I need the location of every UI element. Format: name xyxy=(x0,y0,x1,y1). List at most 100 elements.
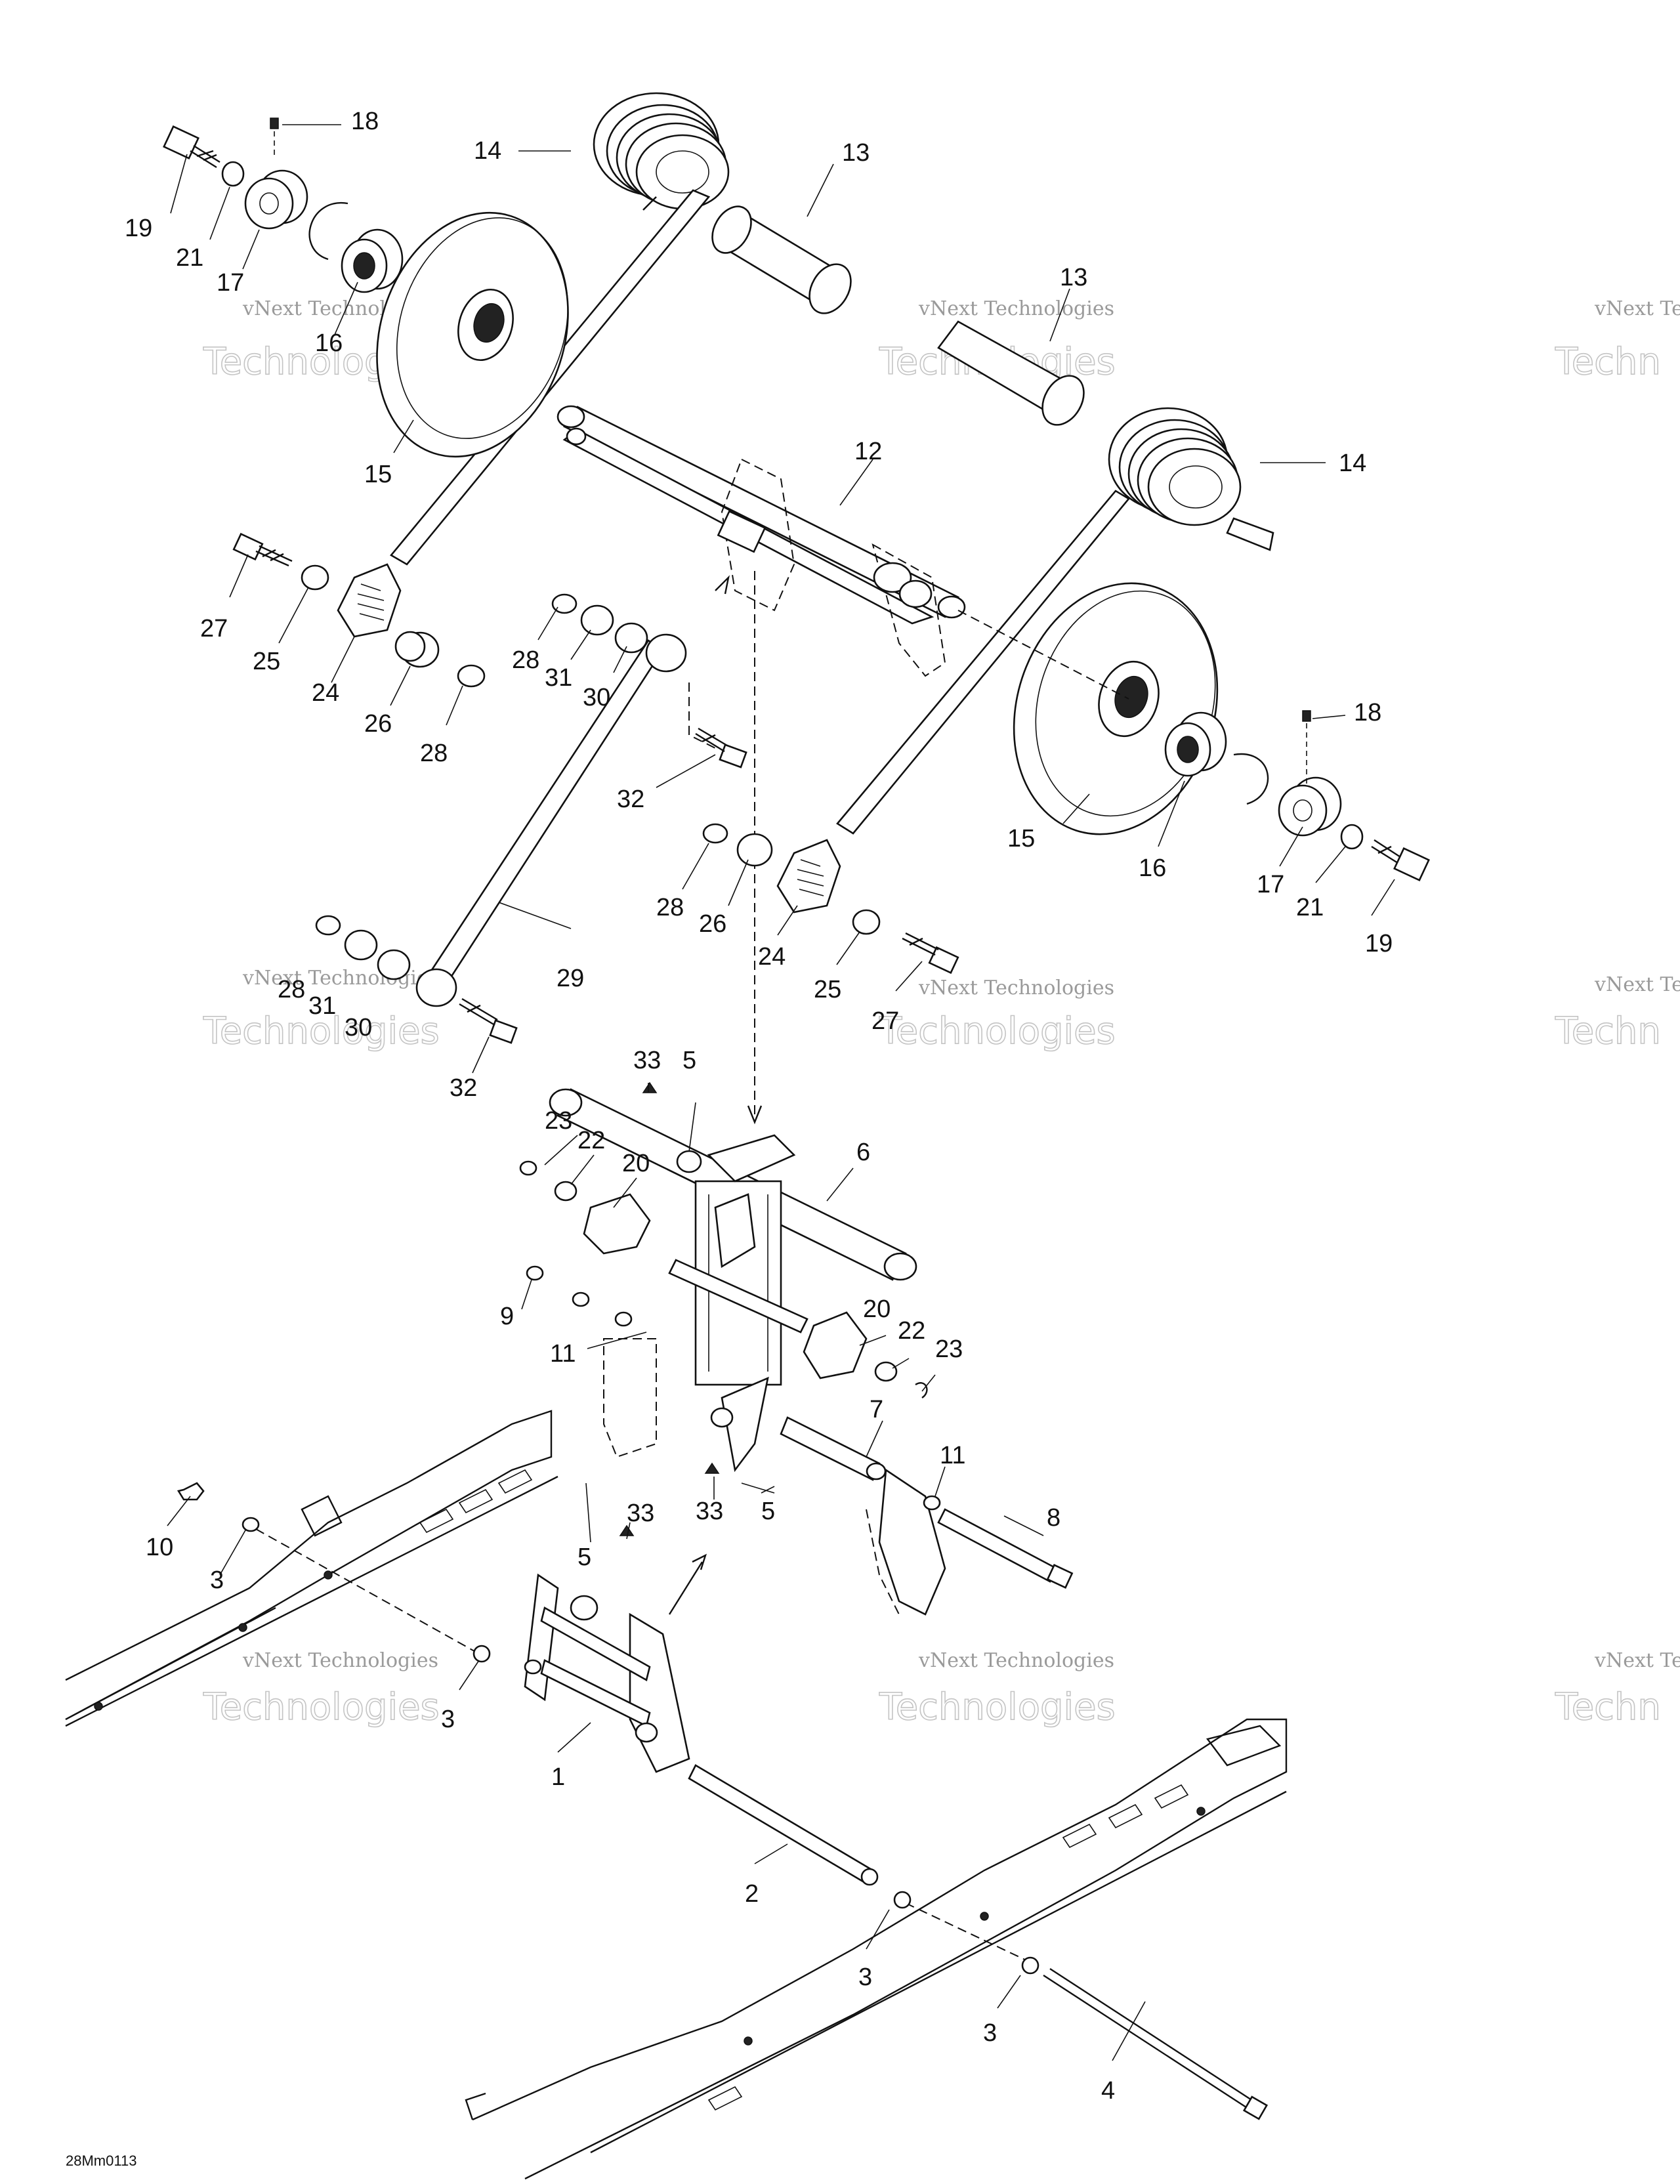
callout-25: 25 xyxy=(814,976,841,1003)
callout-3: 3 xyxy=(441,1706,455,1733)
callout-21: 21 xyxy=(1296,894,1324,921)
watermark-text: vNext Te xyxy=(1594,297,1680,320)
callout-4: 4 xyxy=(1101,2077,1115,2105)
front-cross-member xyxy=(524,1553,879,1886)
callout-25: 25 xyxy=(253,648,280,675)
setscrew-left xyxy=(270,117,279,129)
spacer-tube-lower xyxy=(937,320,1085,426)
circlip-right xyxy=(1233,753,1269,805)
callout-24: 24 xyxy=(758,943,786,971)
watermark-text: vNext Technologies xyxy=(918,976,1114,999)
callout-11: 11 xyxy=(550,1340,576,1368)
collar-left xyxy=(244,169,308,230)
watermark-outline: Technologies xyxy=(879,1010,1116,1053)
callout-32: 32 xyxy=(617,786,644,813)
watermark-group: Technologies vNext Technologies Technolo… xyxy=(202,297,1680,1729)
washer-right xyxy=(1340,824,1364,850)
setscrew-right xyxy=(1302,710,1311,722)
wheel-assembly-right xyxy=(836,320,1430,882)
callout-9: 9 xyxy=(500,1303,514,1330)
callout-19: 19 xyxy=(125,215,152,242)
callout-labels: 18 14 13 13 14 12 19 21 17 16 15 27 25 2… xyxy=(66,108,1393,2169)
callout-33: 33 xyxy=(633,1047,661,1074)
callout-5: 5 xyxy=(682,1047,696,1074)
callout-29: 29 xyxy=(556,965,584,992)
watermark-outline: Technologies xyxy=(879,1686,1116,1729)
callout-17: 17 xyxy=(1257,871,1284,898)
watermark-outline: Technologies xyxy=(203,1010,440,1053)
callout-8: 8 xyxy=(1047,1504,1060,1532)
callout-3: 3 xyxy=(983,2019,997,2047)
callout-13: 13 xyxy=(1060,264,1087,291)
watermark-outline: Technologies xyxy=(203,1686,440,1729)
callout-13: 13 xyxy=(842,139,870,167)
callout-18: 18 xyxy=(351,108,379,135)
callout-15: 15 xyxy=(1007,825,1035,852)
callout-7: 7 xyxy=(870,1396,883,1423)
watermark-text: vNext Technologies xyxy=(242,1649,438,1672)
callout-16: 16 xyxy=(315,329,343,357)
watermark-outline: Techn xyxy=(1555,1010,1661,1053)
circlip-left xyxy=(308,201,348,261)
wheel-assembly-left xyxy=(163,92,852,566)
callout-23: 23 xyxy=(935,1335,963,1363)
bearing-left xyxy=(341,228,404,293)
collar-right xyxy=(1278,776,1342,837)
callout-14: 14 xyxy=(474,137,501,165)
callout-31: 31 xyxy=(545,664,572,692)
callout-22: 22 xyxy=(898,1317,925,1345)
callout-27: 27 xyxy=(200,615,228,642)
spacer-tube-upper xyxy=(711,205,852,314)
callout-3: 3 xyxy=(858,1964,872,1991)
watermark-text: vNext Technologies xyxy=(918,1649,1114,1672)
callout-26: 26 xyxy=(364,710,392,738)
callout-28: 28 xyxy=(420,740,448,767)
drawing-code: 28Mm0113 xyxy=(66,2152,136,2169)
callout-24: 24 xyxy=(312,679,339,707)
callout-21: 21 xyxy=(176,244,203,272)
torsion-spring-right xyxy=(836,407,1274,835)
callout-31: 31 xyxy=(308,992,336,1020)
callout-16: 16 xyxy=(1139,854,1166,882)
callout-30: 30 xyxy=(345,1014,372,1041)
callout-1: 1 xyxy=(551,1763,565,1791)
idler-wheel-left xyxy=(376,211,569,458)
right-slide-rail xyxy=(465,1718,1288,2180)
callout-28: 28 xyxy=(278,976,305,1003)
washer-left xyxy=(221,161,245,187)
callout-32: 32 xyxy=(450,1074,477,1102)
callout-27: 27 xyxy=(872,1007,899,1035)
callout-28: 28 xyxy=(656,894,684,921)
watermark-text: vNext Te xyxy=(1594,1649,1680,1672)
callout-15: 15 xyxy=(364,461,392,488)
callout-20: 20 xyxy=(863,1295,891,1323)
callout-19: 19 xyxy=(1365,930,1393,957)
callout-33: 33 xyxy=(627,1500,654,1527)
idler-wheel-right xyxy=(1013,582,1219,835)
callout-26: 26 xyxy=(699,910,726,938)
spring-block-right xyxy=(702,823,959,975)
callout-20: 20 xyxy=(622,1150,650,1177)
callout-30: 30 xyxy=(583,684,610,711)
callout-23: 23 xyxy=(545,1107,572,1135)
callout-11: 11 xyxy=(940,1442,965,1469)
callout-18: 18 xyxy=(1354,699,1381,726)
callout-3: 3 xyxy=(210,1566,224,1594)
callout-5: 5 xyxy=(578,1544,591,1571)
callout-33: 33 xyxy=(696,1498,723,1525)
bearing-right xyxy=(1164,711,1227,777)
lower-axle-assembly xyxy=(780,1416,1074,1616)
callout-5: 5 xyxy=(761,1498,775,1525)
left-slide-rail xyxy=(65,1410,558,1727)
callout-14: 14 xyxy=(1339,450,1366,477)
watermark-outline: Techn xyxy=(1555,1686,1661,1729)
callout-28: 28 xyxy=(512,646,539,674)
cross-shaft-assembly xyxy=(556,405,966,677)
callout-10: 10 xyxy=(146,1534,173,1561)
watermark-text: vNext Technologies xyxy=(918,297,1114,320)
callout-22: 22 xyxy=(578,1127,605,1154)
bolt-left xyxy=(163,125,220,169)
callout-2: 2 xyxy=(745,1880,759,1908)
callout-12: 12 xyxy=(854,438,882,465)
